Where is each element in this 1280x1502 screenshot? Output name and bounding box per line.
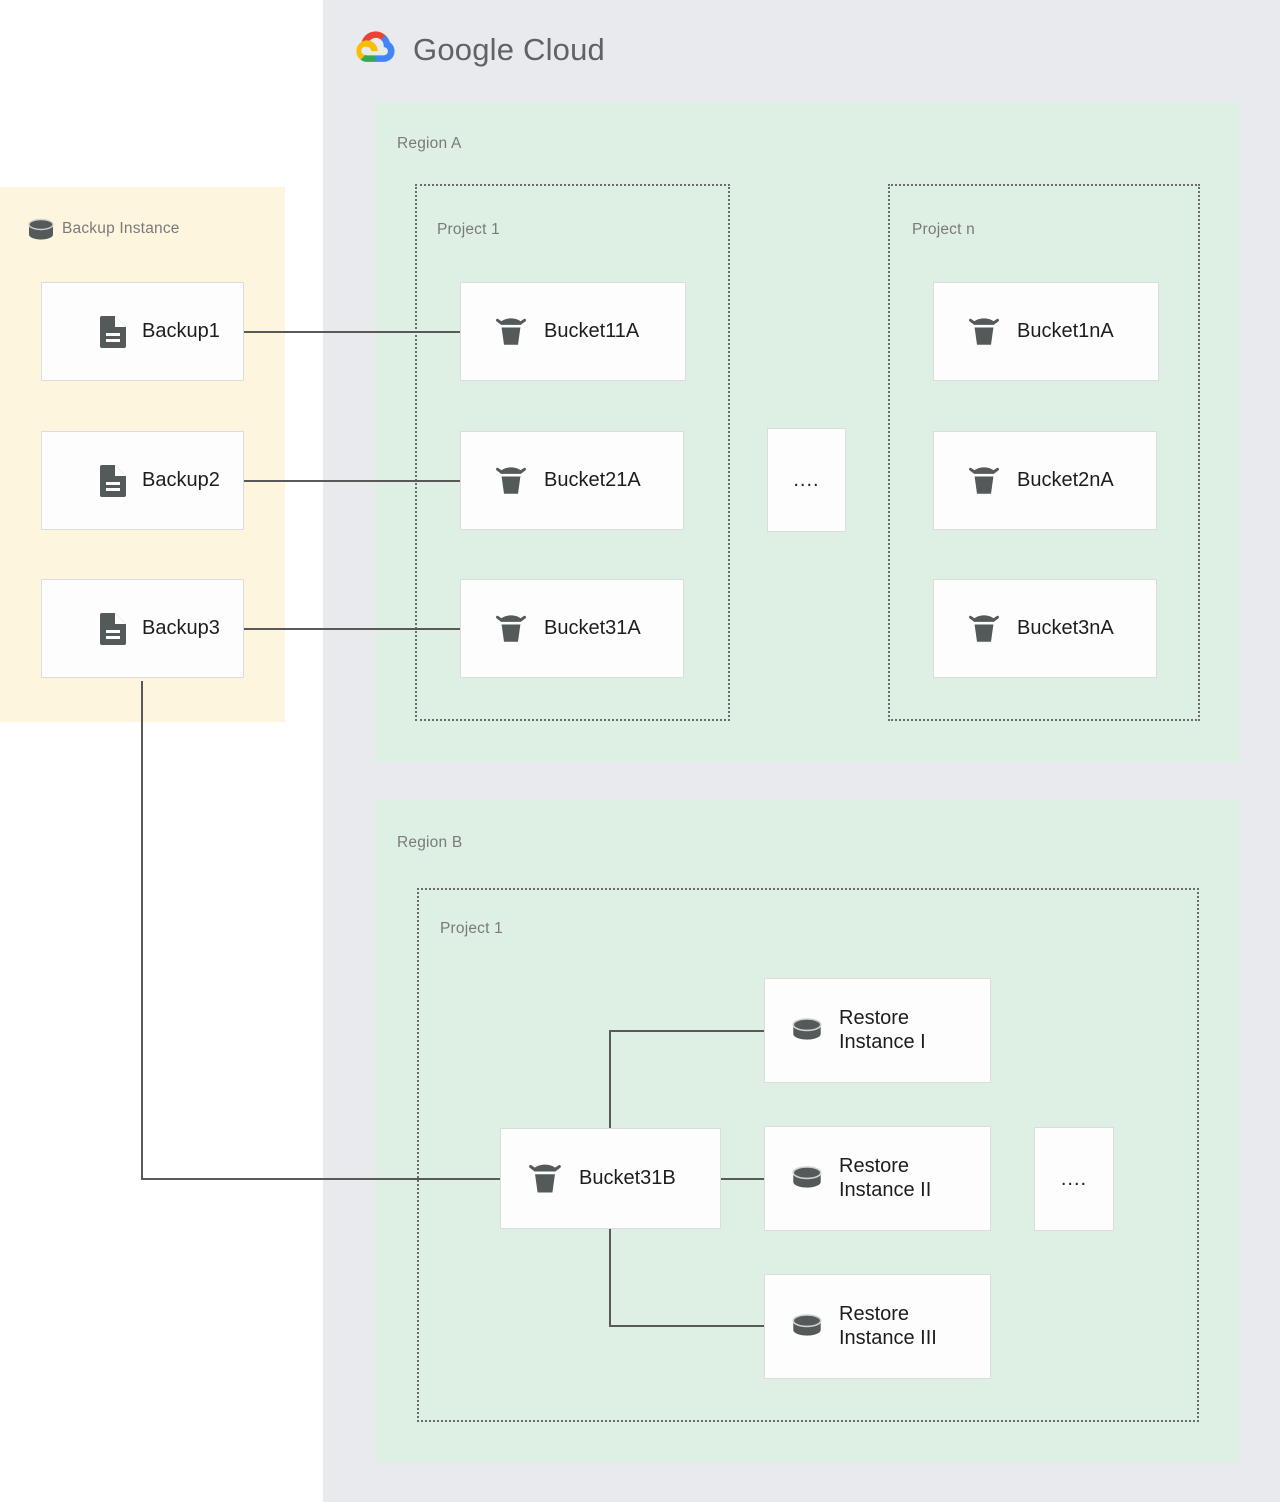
document-icon [100, 464, 126, 497]
brand-name-cloud: Cloud [523, 31, 605, 67]
connector-backup2-bucket21a [243, 480, 461, 482]
region-a-label: Region A [397, 135, 462, 152]
region-b-label: Region B [397, 834, 463, 851]
node-label: Restore Instance III [839, 1302, 937, 1349]
node-label: Bucket31B [579, 1166, 676, 1189]
node-label: Backup1 [142, 319, 220, 342]
node-bucket31a[interactable]: Bucket31A [460, 579, 684, 678]
node-backup3[interactable]: Backup3 [41, 579, 244, 678]
node-label: Backup2 [142, 468, 220, 491]
region-a-project-n-label: Project n [912, 221, 975, 238]
storage-bucket-icon [494, 614, 528, 644]
region-b-project-1-container [417, 888, 1199, 1422]
database-cylinder-icon [27, 218, 55, 249]
connector-bucket31b-restore3-vertical [609, 1208, 611, 1326]
node-label: Bucket3nA [1017, 616, 1114, 639]
google-cloud-brand: Google Cloud [355, 28, 605, 71]
connector-backup3-bucket31a [243, 628, 461, 630]
node-label: Bucket21A [544, 468, 641, 491]
storage-bucket-icon [527, 1163, 563, 1195]
document-icon [100, 315, 126, 348]
node-restore-instance-3[interactable]: Restore Instance III [764, 1274, 991, 1379]
node-label: Bucket11A [544, 319, 640, 342]
node-label: Bucket2nA [1017, 468, 1114, 491]
storage-bucket-icon [494, 466, 528, 496]
region-a-project-1-label: Project 1 [437, 221, 500, 238]
google-cloud-logo-icon [355, 28, 399, 71]
database-cylinder-icon [791, 1312, 823, 1342]
storage-bucket-icon [967, 466, 1001, 496]
node-label: Restore Instance II [839, 1154, 932, 1201]
node-bucket21a[interactable]: Bucket21A [460, 431, 684, 530]
database-cylinder-icon [791, 1016, 823, 1046]
node-label: Bucket1nA [1017, 319, 1114, 342]
connector-backup3-bucket31b-horizontal [141, 1178, 501, 1180]
region-a-project-1-container [415, 184, 730, 721]
database-cylinder-icon [791, 1164, 823, 1194]
node-restore-instance-1[interactable]: Restore Instance I [764, 978, 991, 1083]
node-backup2[interactable]: Backup2 [41, 431, 244, 530]
node-bucket2na[interactable]: Bucket2nA [933, 431, 1157, 530]
storage-bucket-icon [967, 317, 1001, 347]
storage-bucket-icon [494, 317, 528, 347]
connector-backup1-bucket11a [243, 331, 461, 333]
region-b-project-1-label: Project 1 [440, 920, 503, 937]
node-backup1[interactable]: Backup1 [41, 282, 244, 381]
connector-bucket31b-restore3-horizontal [609, 1325, 765, 1327]
connector-bucket31b-restore1-horizontal [609, 1030, 765, 1032]
region-b-ellipsis: .... [1034, 1127, 1114, 1231]
storage-bucket-icon [967, 614, 1001, 644]
node-label: Restore Instance I [839, 1006, 926, 1053]
backup-instance-title: Backup Instance [62, 220, 180, 237]
node-bucket31b[interactable]: Bucket31B [500, 1128, 721, 1229]
region-a-project-n-container [888, 184, 1200, 721]
region-a-ellipsis: .... [767, 428, 846, 532]
node-label: Bucket31A [544, 616, 641, 639]
brand-name-google: Google [413, 31, 515, 67]
connector-bucket31b-restore2 [721, 1178, 765, 1180]
connector-backup3-bucket31b-vertical [141, 681, 143, 1180]
node-label: Backup3 [142, 616, 220, 639]
node-bucket3na[interactable]: Bucket3nA [933, 579, 1157, 678]
document-icon [100, 612, 126, 645]
node-bucket11a[interactable]: Bucket11A [460, 282, 686, 381]
node-bucket1na[interactable]: Bucket1nA [933, 282, 1159, 381]
google-cloud-wordmark: Google Cloud [413, 32, 605, 68]
connector-bucket31b-restore1-vertical [609, 1030, 611, 1150]
node-restore-instance-2[interactable]: Restore Instance II [764, 1126, 991, 1231]
